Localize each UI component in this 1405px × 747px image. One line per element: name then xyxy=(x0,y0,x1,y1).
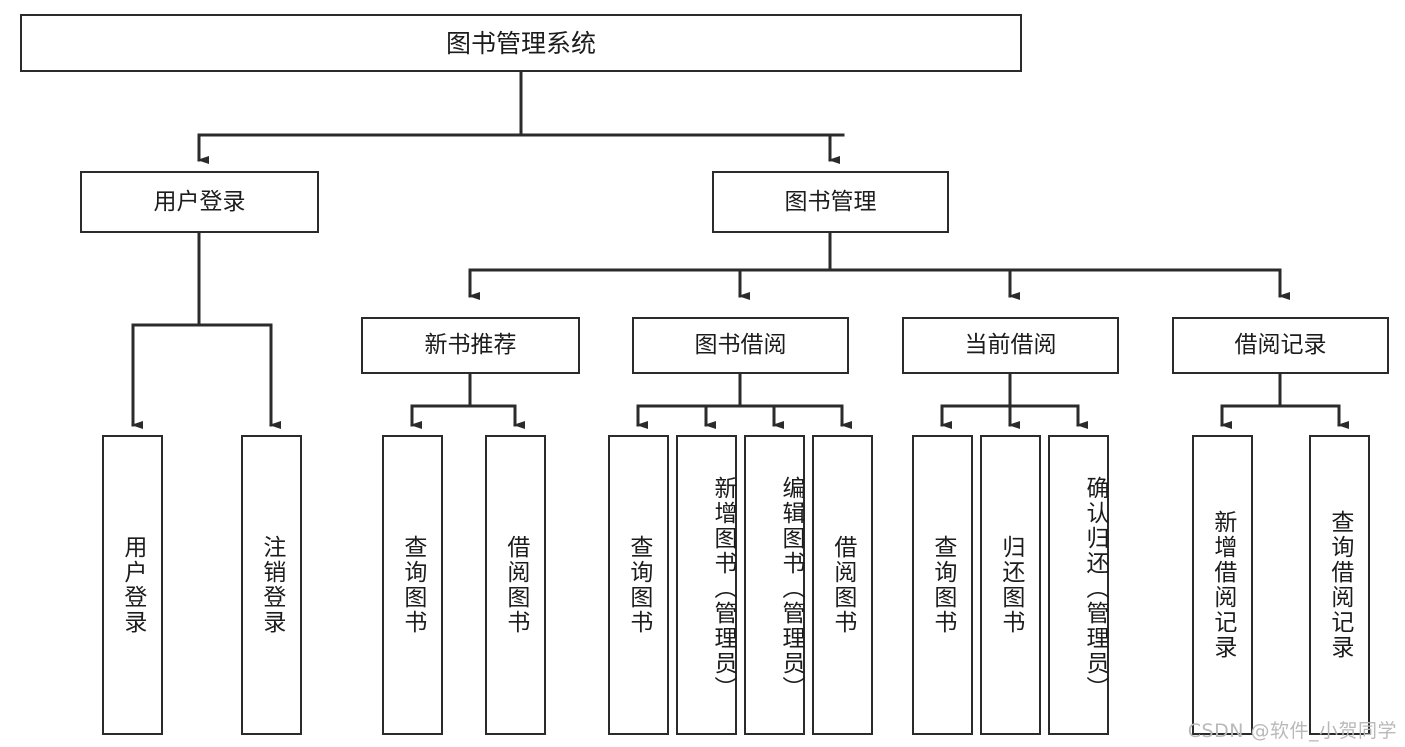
node-leaf-edit-book-label: 编辑图书（管理员） xyxy=(778,475,804,701)
node-leaf-query-record-label: 查询借阅记录 xyxy=(1326,510,1353,660)
node-leaf-logout[interactable]: 注销登录 xyxy=(241,435,302,735)
node-leaf-query-book-3[interactable]: 查询图书 xyxy=(912,435,973,735)
node-leaf-query-book-1[interactable]: 查询图书 xyxy=(382,435,443,735)
node-leaf-edit-book[interactable]: 编辑图书（管理员） xyxy=(744,435,805,735)
node-leaf-return-book-label: 归还图书 xyxy=(997,535,1024,635)
node-leaf-add-book[interactable]: 新增图书（管理员） xyxy=(676,435,737,735)
node-leaf-borrow-book-1[interactable]: 借阅图书 xyxy=(485,435,546,735)
node-leaf-confirm-return[interactable]: 确认归还（管理员） xyxy=(1048,435,1109,735)
node-leaf-user-login[interactable]: 用户登录 xyxy=(102,435,163,735)
node-book-borrow[interactable]: 图书借阅 xyxy=(632,317,849,374)
node-user-login[interactable]: 用户登录 xyxy=(80,171,319,233)
node-leaf-query-record[interactable]: 查询借阅记录 xyxy=(1309,435,1370,735)
node-borrow-record-label: 借阅记录 xyxy=(1234,332,1327,359)
node-current-borrow[interactable]: 当前借阅 xyxy=(902,317,1119,374)
node-leaf-query-book-2-label: 查询图书 xyxy=(625,535,652,635)
node-new-book-recommend-label: 新书推荐 xyxy=(424,332,517,359)
node-leaf-query-book-2[interactable]: 查询图书 xyxy=(608,435,669,735)
node-leaf-borrow-book-1-label: 借阅图书 xyxy=(502,535,529,635)
node-borrow-record[interactable]: 借阅记录 xyxy=(1172,317,1389,374)
node-leaf-logout-label: 注销登录 xyxy=(258,535,285,635)
node-user-login-label: 用户登录 xyxy=(153,188,246,215)
node-leaf-borrow-book-2[interactable]: 借阅图书 xyxy=(812,435,873,735)
node-leaf-user-login-label: 用户登录 xyxy=(119,535,146,635)
node-leaf-return-book[interactable]: 归还图书 xyxy=(980,435,1041,735)
node-leaf-borrow-book-2-label: 借阅图书 xyxy=(829,535,856,635)
node-root[interactable]: 图书管理系统 xyxy=(20,14,1022,72)
node-new-book-recommend[interactable]: 新书推荐 xyxy=(361,317,580,374)
node-leaf-confirm-return-label: 确认归还（管理员） xyxy=(1082,475,1108,701)
node-root-label: 图书管理系统 xyxy=(445,28,596,58)
node-leaf-add-record-label: 新增借阅记录 xyxy=(1209,510,1236,660)
node-leaf-query-book-1-label: 查询图书 xyxy=(399,535,426,635)
node-book-borrow-label: 图书借阅 xyxy=(694,332,787,359)
node-leaf-query-book-3-label: 查询图书 xyxy=(929,535,956,635)
node-leaf-add-book-label: 新增图书（管理员） xyxy=(710,475,736,701)
node-book-manage-label: 图书管理 xyxy=(784,188,877,215)
node-book-manage[interactable]: 图书管理 xyxy=(712,171,949,233)
node-current-borrow-label: 当前借阅 xyxy=(964,332,1057,359)
node-leaf-add-record[interactable]: 新增借阅记录 xyxy=(1192,435,1253,735)
